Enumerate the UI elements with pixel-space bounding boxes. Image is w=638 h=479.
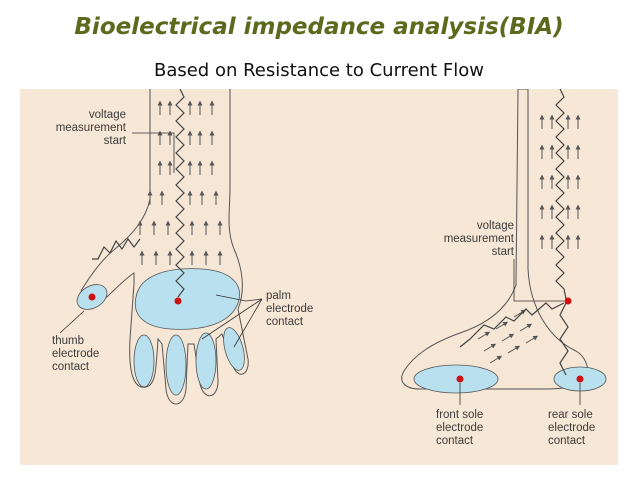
rear-sole-dot (576, 375, 584, 383)
front-sole-electrode (413, 364, 499, 394)
bia-illustration: voltage measurement start palm electrode… (20, 89, 618, 465)
foot-illustration (401, 89, 607, 405)
slide-title: Bioelectrical impedance analysis(BIA) (74, 14, 564, 40)
voltage-path-hand (175, 89, 185, 298)
current-arrows-hand (137, 100, 223, 265)
front-sole-dot (456, 375, 464, 383)
finger-electrode (195, 332, 217, 390)
front-sole-label: front sole electrode contact (436, 409, 484, 447)
thumb-contact-dot (88, 293, 96, 301)
palm-electrode-label: palm electrode contact (266, 290, 314, 328)
slide-subtitle: Based on Resistance to Current Flow (153, 60, 485, 81)
thumb-electrode-label: thumb electrode contact (52, 335, 100, 373)
current-arrows-foot (477, 114, 581, 364)
voltage-path-foot (555, 89, 567, 300)
bia-diagram-svg (59, 89, 607, 405)
palm-contact-dot (174, 297, 182, 305)
foot-voltage-label: voltage measurement start (443, 220, 514, 258)
finger-electrode (133, 334, 155, 388)
palm-electrode (134, 268, 240, 330)
rear-sole-label: rear sole electrode contact (548, 409, 596, 447)
hand-illustration (59, 89, 263, 405)
ankle-contact-dot (564, 297, 572, 305)
finger-electrode (165, 334, 187, 396)
hand-voltage-label: voltage measurement start (55, 109, 126, 147)
